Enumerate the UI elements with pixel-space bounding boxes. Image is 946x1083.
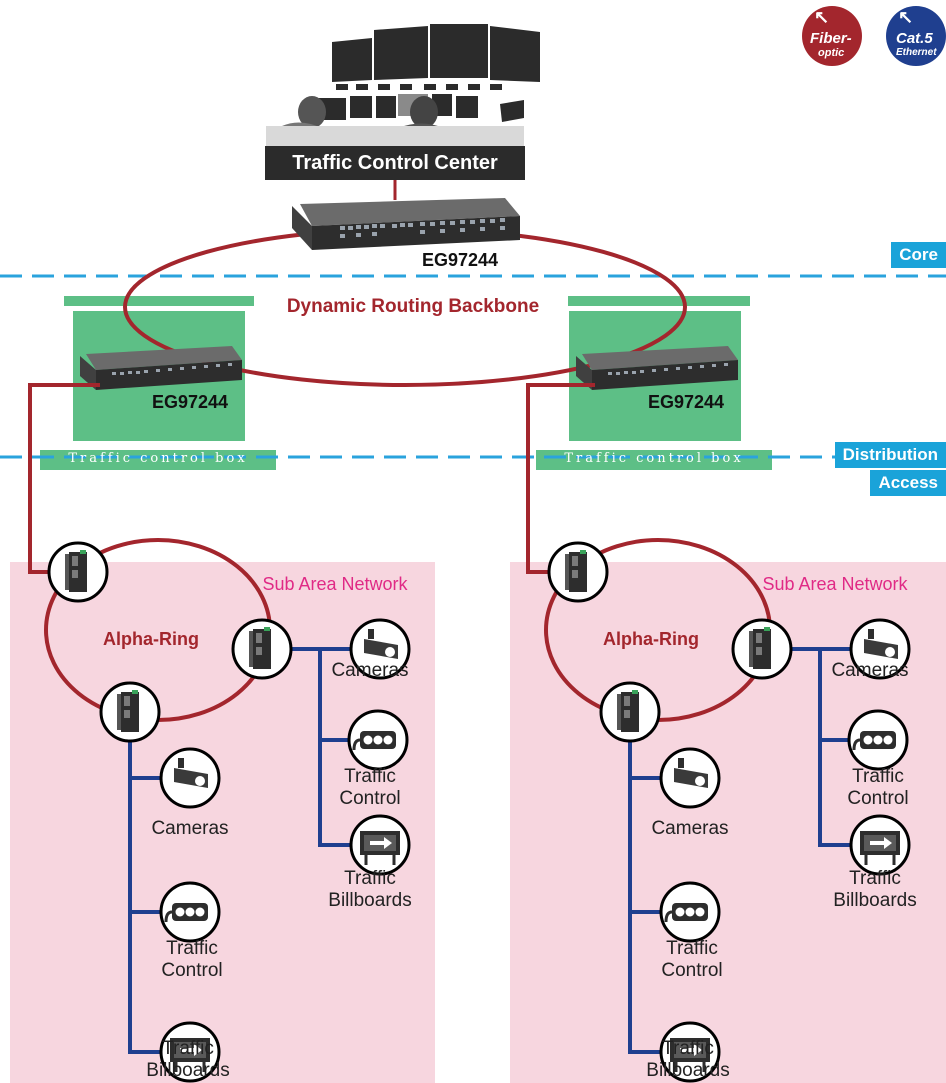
ethernet-links-left — [128, 647, 354, 1054]
billboard-icon — [860, 831, 900, 865]
camera-icon — [864, 629, 898, 659]
right-branch-label-billboards-left: Traffic Billboards — [328, 868, 412, 911]
billboard-node-right-branch-right — [849, 814, 911, 876]
bottom-branch-label-billboards-left: Traffic Billboards — [146, 1038, 230, 1081]
traffic-control-node-bottom-branch-right — [659, 881, 721, 943]
traffic-light-icon — [852, 731, 896, 751]
traffic-control-node-right-branch-right — [847, 709, 909, 771]
access-switch-bottom-left — [99, 681, 161, 743]
industrial-switch-icon — [65, 550, 87, 592]
cat5-ethernet-legend: Cat.5 Ethernet ↖ — [886, 6, 946, 66]
distribution-switch-right — [576, 346, 738, 390]
fiber-optic-legend: Fiber- optic ↖ — [802, 6, 862, 66]
access-switch-right-left — [231, 618, 293, 680]
industrial-switch-icon — [117, 690, 139, 732]
traffic-light-icon — [664, 903, 708, 923]
cabinet-label-left: Traffic control box — [68, 451, 248, 466]
right-branch-label-control-left: Traffic Control — [339, 766, 401, 809]
bottom-branch-label-control-right: Traffic Control — [661, 938, 723, 981]
access-switch-top-left — [47, 541, 109, 603]
camera-node-bottom-branch-left — [159, 747, 221, 809]
distribution-switch-label-right: EG97244 — [647, 392, 725, 412]
fiber-uplink-left — [28, 383, 100, 574]
traffic-control-node-bottom-branch-left — [159, 881, 221, 943]
fiber-legend-line1: Fiber- — [810, 30, 852, 47]
traffic-light-icon — [164, 903, 208, 923]
backbone-label: Dynamic Routing Backbone — [258, 296, 568, 318]
cabinet-label-right: Traffic control box — [564, 451, 744, 466]
sub-area-title-right: Sub Area Network — [762, 574, 908, 594]
fiber-legend-text: Fiber- optic — [810, 30, 852, 60]
camera-icon — [174, 758, 208, 788]
arrow-up-left-icon: ↖ — [898, 7, 914, 27]
alpha-ring-label-left: Alpha-Ring — [103, 629, 199, 649]
industrial-switch-icon — [565, 550, 587, 592]
traffic-light-icon — [352, 731, 396, 751]
billboard-node-right-branch-left — [349, 814, 411, 876]
billboard-icon — [170, 1038, 210, 1072]
ethernet-links-right — [628, 647, 854, 1054]
billboard-node-bottom-branch-right — [659, 1021, 721, 1083]
right-branch-label-cameras-left: Cameras — [331, 660, 409, 681]
right-branch-label-billboards-right: Traffic Billboards — [833, 868, 917, 911]
camera-node-right-branch-right — [849, 618, 911, 680]
industrial-switch-icon — [749, 627, 771, 669]
camera-node-bottom-branch-right — [659, 747, 721, 809]
cat5-legend-text: Cat.5 Ethernet — [896, 30, 937, 60]
fiber-uplink-right — [526, 383, 595, 574]
industrial-switch-icon — [249, 627, 271, 669]
bottom-branch-label-cameras-right: Cameras — [651, 818, 729, 839]
right-branch-label-cameras-right: Cameras — [831, 660, 909, 681]
distribution-switch-label-left: EG97244 — [151, 392, 229, 412]
bottom-branch-label-cameras-left: Cameras — [151, 818, 229, 839]
camera-node-right-branch-left — [349, 618, 411, 680]
cat5-legend-line2: Ethernet — [896, 47, 937, 58]
camera-icon — [674, 758, 708, 788]
distribution-switch-left — [80, 346, 242, 390]
tier-core-label: Core — [891, 242, 946, 268]
tier-distribution-label: Distribution — [834, 442, 946, 468]
fiber-legend-line2: optic — [818, 47, 845, 59]
bottom-branch-label-billboards-right: Traffic Billboards — [646, 1038, 730, 1081]
traffic-control-node-right-branch-left — [347, 709, 409, 771]
tier-access-label: Access — [870, 470, 946, 496]
alpha-ring-label-right: Alpha-Ring — [603, 629, 699, 649]
cat5-legend-line1: Cat.5 — [896, 30, 933, 47]
access-switch-bottom-right — [599, 681, 661, 743]
bottom-branch-label-control-left: Traffic Control — [161, 938, 223, 981]
camera-icon — [364, 629, 398, 659]
industrial-switch-icon — [617, 690, 639, 732]
access-switch-right-right — [731, 618, 793, 680]
access-switch-top-right — [547, 541, 609, 603]
traffic-control-center-label: Traffic Control Center — [265, 146, 525, 180]
right-branch-label-control-right: Traffic Control — [847, 766, 909, 809]
core-switch — [292, 198, 520, 250]
billboard-icon — [670, 1038, 710, 1072]
sub-area-title-left: Sub Area Network — [262, 574, 408, 594]
billboard-node-bottom-branch-left — [159, 1021, 221, 1083]
billboard-icon — [360, 831, 400, 865]
control-center-illustration — [266, 24, 540, 146]
core-switch-label: EG97244 — [421, 250, 499, 270]
arrow-up-left-icon: ↖ — [814, 7, 830, 27]
